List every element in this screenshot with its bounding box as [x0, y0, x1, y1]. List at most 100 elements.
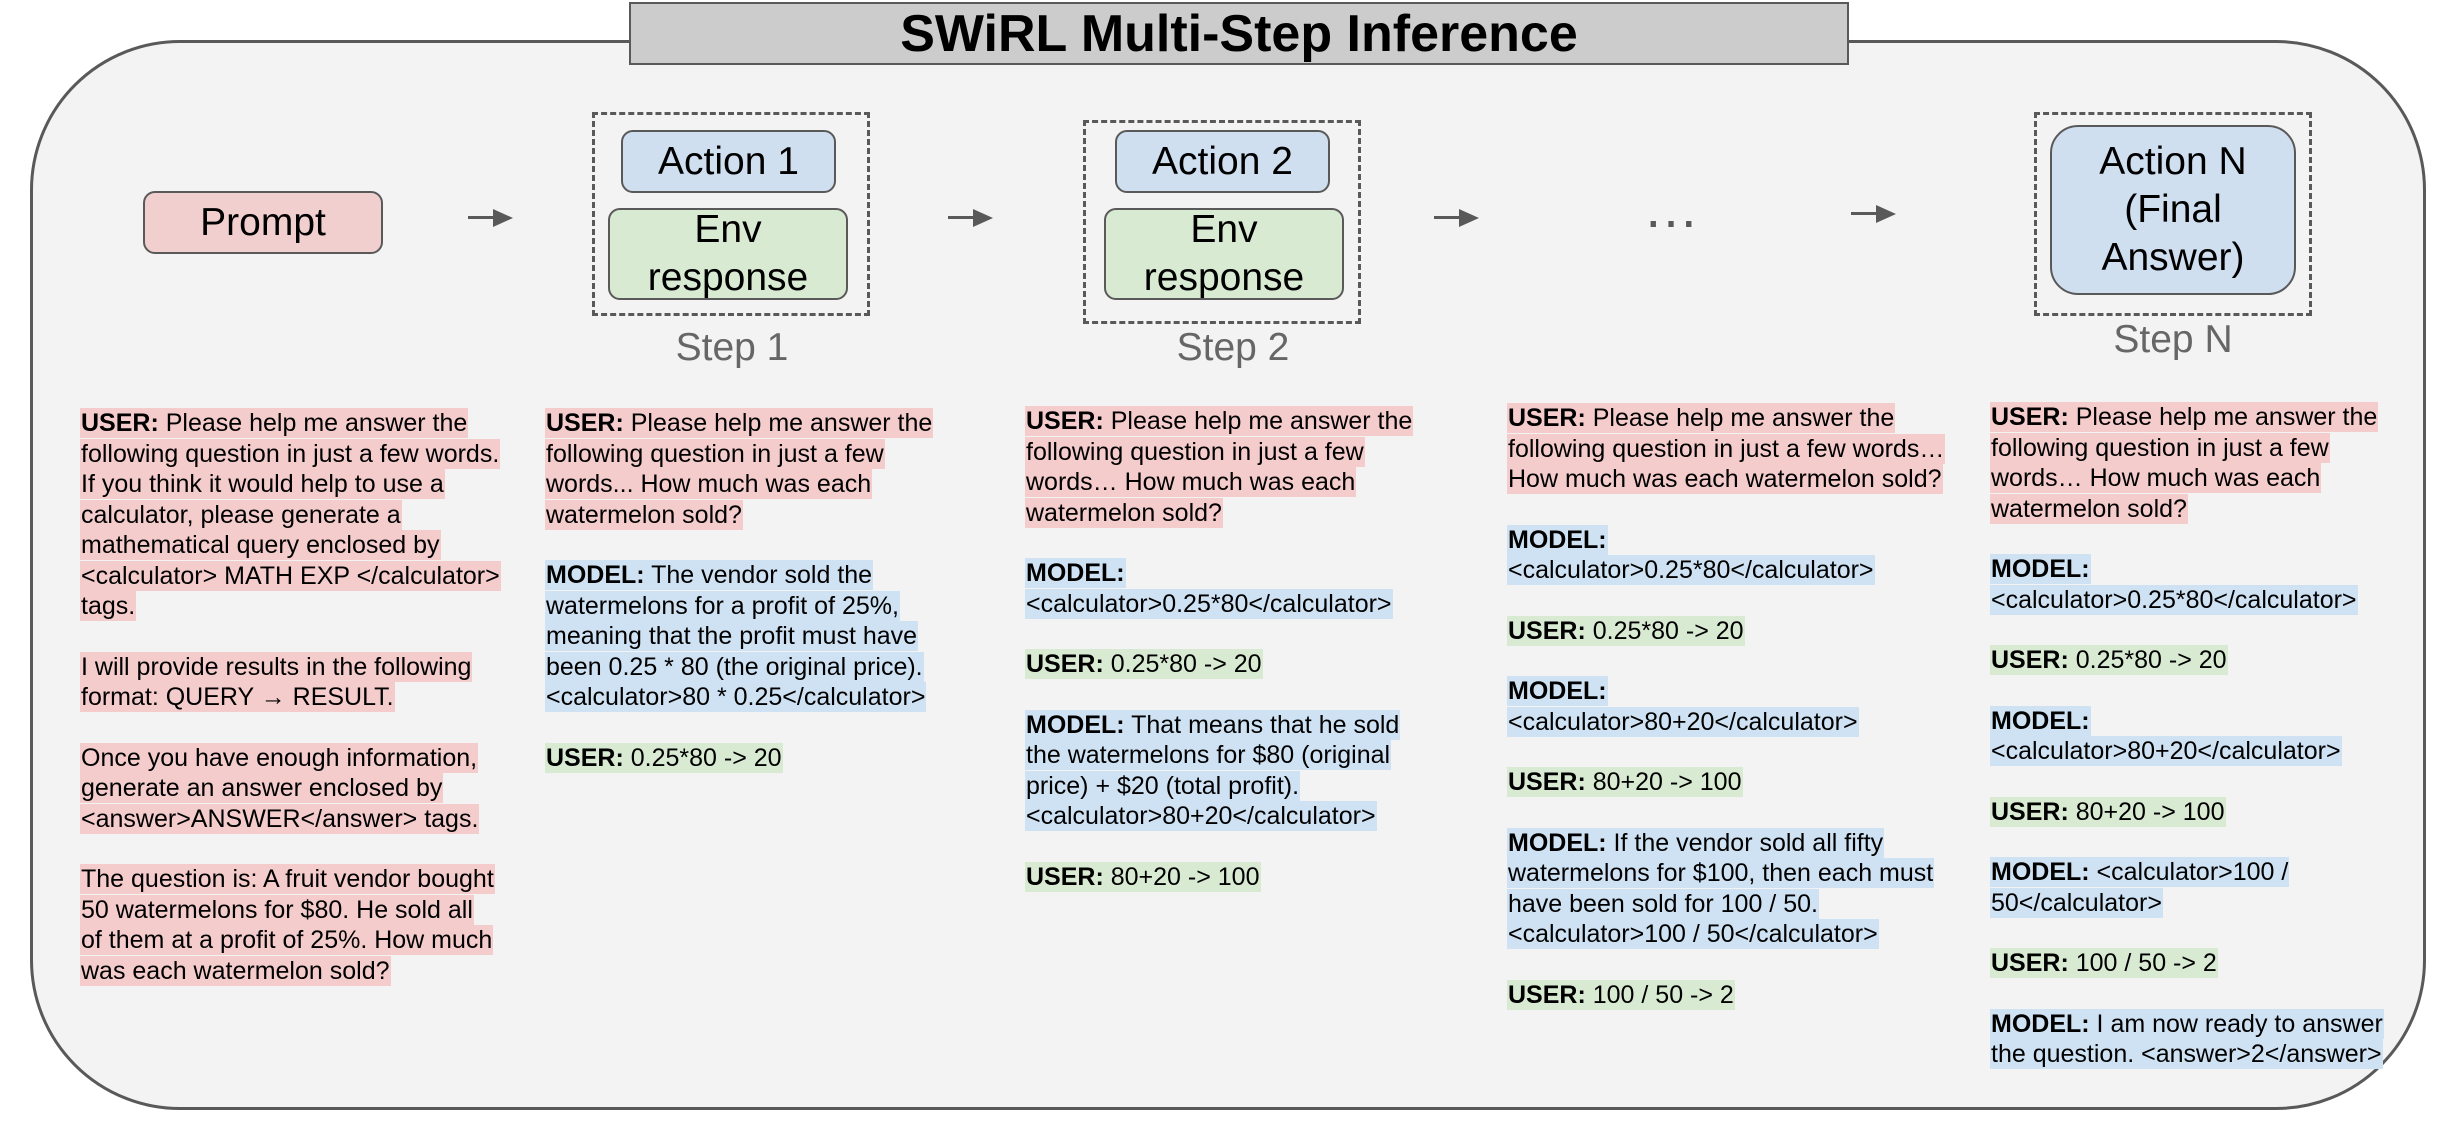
message-text: 0.25*80 -> 20	[2068, 646, 2227, 674]
transcript-message: USER: Please help me answer the followin…	[80, 408, 501, 622]
message-text: Please help me answer the following ques…	[1991, 403, 2378, 523]
transcript-message: MODEL: <calculator>100 / 50</calculator>	[1990, 857, 2410, 918]
message-highlight: USER: 0.25*80 -> 20	[1507, 615, 1745, 646]
actionN-line2: (Final	[2124, 188, 2222, 231]
message-text: <calculator>0.25*80</calculator>	[1508, 556, 1874, 584]
message-text: <calculator>80+20</calculator>	[1508, 707, 1858, 736]
prompt-label: Prompt	[200, 200, 326, 244]
stepN-label: Step N	[2113, 318, 2233, 361]
ellipsis: …	[1643, 176, 1705, 239]
message-text: <calculator>0.25*80</calculator>	[1991, 585, 2357, 614]
message-highlight: USER: 0.25*80 -> 20	[1990, 645, 2228, 675]
message-text: 0.25*80 -> 20	[1585, 616, 1744, 645]
arrow-step1-to-step2	[948, 209, 993, 227]
message-highlight: USER: Please help me answer the followin…	[545, 408, 934, 530]
arrow-ellipsis-to-stepN	[1851, 205, 1896, 223]
message-text: 80+20 -> 100	[1585, 768, 1742, 796]
speaker-label: MODEL:	[1508, 525, 1607, 554]
transcript-message: MODEL: <calculator>0.25*80</calculator>	[1025, 558, 1435, 619]
message-highlight: MODEL: <calculator>100 / 50</calculator>	[1990, 857, 2290, 918]
message-highlight: MODEL: The vendor sold the watermelons f…	[545, 560, 927, 712]
speaker-label: MODEL:	[1026, 710, 1125, 739]
transcript-message: MODEL: That means that he sold the water…	[1025, 709, 1435, 832]
diagram-title: SWiRL Multi-Step Inference	[629, 2, 1849, 65]
actionN-line3: Answer)	[2101, 236, 2245, 279]
message-text: Please help me answer the following ques…	[546, 409, 933, 529]
prompt-box: Prompt	[143, 191, 383, 254]
speaker-label: USER:	[1508, 616, 1586, 645]
speaker-label: MODEL:	[1991, 555, 2090, 583]
transcript-message: MODEL: <calculator>80+20</calculator>	[1507, 676, 1957, 737]
speaker-label: MODEL:	[546, 561, 645, 589]
message-text: That means that he sold the watermelons …	[1026, 710, 1400, 831]
message-highlight: USER: 100 / 50 -> 2	[1507, 979, 1735, 1010]
transcript-message: USER: Please help me answer the followin…	[1507, 403, 1957, 495]
speaker-label: USER:	[1991, 797, 2069, 826]
transcript-column-step1: USER: Please help me answer the followin…	[545, 408, 955, 803]
message-highlight: MODEL: That means that he sold the water…	[1025, 709, 1401, 831]
step2-group	[1083, 120, 1361, 324]
message-highlight: MODEL: <calculator>0.25*80</calculator>	[1025, 558, 1393, 619]
speaker-label: MODEL:	[1026, 559, 1125, 587]
speaker-label: MODEL:	[1508, 828, 1607, 857]
transcript-message: USER: 80+20 -> 100	[1025, 861, 1435, 893]
transcript-message: USER: 80+20 -> 100	[1507, 767, 1957, 798]
message-text: 80+20 -> 100	[2068, 797, 2225, 826]
transcript-message: The question is: A fruit vendor bought 5…	[80, 864, 500, 986]
message-highlight: MODEL: I am now ready to answer the ques…	[1990, 1008, 2384, 1069]
message-highlight: I will provide results in the following …	[80, 651, 473, 712]
message-highlight: MODEL: <calculator>80+20</calculator>	[1990, 705, 2342, 766]
message-text: 100 / 50 -> 2	[2068, 949, 2217, 977]
env-response2-box: Env response	[1104, 208, 1344, 300]
action1-box: Action 1	[621, 130, 836, 193]
transcript-column-step2: USER: Please help me answer the followin…	[1025, 406, 1435, 922]
speaker-label: USER:	[546, 743, 624, 772]
transcript-column-prompt: USER: Please help me answer the followin…	[80, 408, 501, 1016]
message-text: Once you have enough information, genera…	[81, 743, 479, 833]
speaker-label: MODEL:	[1991, 858, 2090, 886]
actionN-line1: Action N	[2099, 140, 2247, 183]
action1-label: Action 1	[658, 139, 799, 183]
transcript-message: Once you have enough information, genera…	[80, 742, 500, 835]
message-text: 0.25*80 -> 20	[1103, 650, 1262, 678]
env2-line1: Env	[1190, 208, 1258, 251]
transcript-message: USER: 100 / 50 -> 2	[1507, 979, 1957, 1011]
speaker-label: USER:	[546, 409, 624, 437]
message-highlight: USER: Please help me answer the followin…	[1025, 406, 1414, 528]
speaker-label: USER:	[1508, 768, 1586, 796]
message-text: Please help me answer the following ques…	[1508, 404, 1945, 493]
speaker-label: MODEL:	[1991, 706, 2090, 735]
message-highlight: MODEL: <calculator>0.25*80</calculator>	[1507, 524, 1875, 585]
message-highlight: USER: Please help me answer the followin…	[80, 408, 501, 621]
message-highlight: USER: 80+20 -> 100	[1025, 861, 1261, 892]
arrow-step2-to-ellipsis	[1434, 209, 1479, 227]
transcript-message: USER: 80+20 -> 100	[1990, 796, 2410, 828]
message-highlight: MODEL: <calculator>80+20</calculator>	[1507, 676, 1859, 737]
message-text: 100 / 50 -> 2	[1585, 980, 1734, 1009]
message-highlight: USER: 100 / 50 -> 2	[1990, 948, 2218, 978]
transcript-message: MODEL: <calculator>0.25*80</calculator>	[1507, 524, 1957, 586]
message-highlight: Once you have enough information, genera…	[80, 742, 480, 834]
stepN-group	[2034, 112, 2312, 316]
speaker-label: USER:	[1991, 646, 2069, 674]
message-highlight: MODEL: <calculator>0.25*80</calculator>	[1990, 554, 2358, 615]
action2-box: Action 2	[1115, 130, 1330, 193]
step1-group	[592, 112, 870, 316]
transcript-message: MODEL: <calculator>0.25*80</calculator>	[1990, 554, 2410, 615]
message-text: I am now ready to answer the question. <…	[1991, 1009, 2383, 1069]
message-highlight: The question is: A fruit vendor bought 5…	[80, 864, 495, 986]
transcript-message: USER: Please help me answer the followin…	[545, 408, 955, 530]
transcript-message: USER: 0.25*80 -> 20	[1507, 615, 1957, 647]
message-highlight: USER: 0.25*80 -> 20	[545, 742, 783, 773]
speaker-label: USER:	[1508, 980, 1586, 1009]
message-highlight: USER: Please help me answer the followin…	[1990, 402, 2379, 524]
message-text: 80+20 -> 100	[1103, 862, 1260, 891]
arrow-prompt-to-step1	[468, 209, 513, 227]
message-text: Please help me answer the following ques…	[1026, 407, 1413, 527]
env2-line2: response	[1143, 256, 1305, 299]
transcript-message: MODEL: The vendor sold the watermelons f…	[545, 560, 955, 713]
message-text: The vendor sold the watermelons for a pr…	[546, 561, 926, 711]
speaker-label: USER:	[81, 409, 159, 437]
transcript-column-stepN: USER: Please help me answer the followin…	[1990, 402, 2410, 1100]
message-text: 0.25*80 -> 20	[623, 743, 782, 772]
